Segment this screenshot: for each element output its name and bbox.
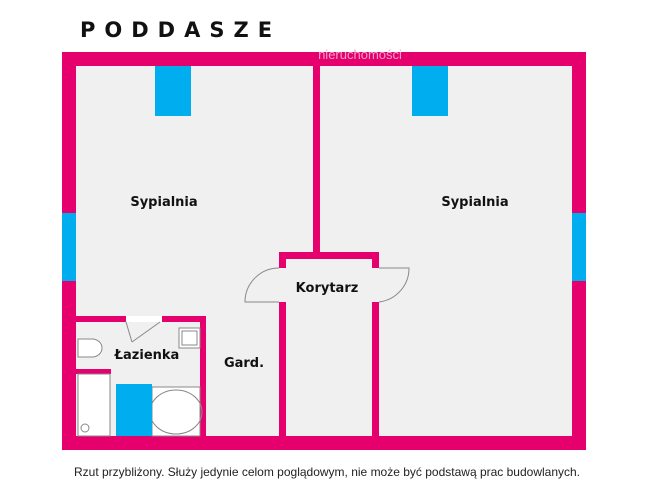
room-label-bathroom: Łazienka	[114, 348, 180, 363]
watermark: nieruchomości	[318, 47, 402, 62]
sink-basin	[181, 330, 198, 346]
sink	[178, 327, 201, 349]
bathroom-door	[126, 316, 162, 322]
room-label-bedroom-left: Sypialnia	[130, 195, 197, 210]
shower-drain	[80, 423, 90, 433]
window	[116, 384, 152, 436]
corridor-floor	[286, 259, 372, 436]
room-label-wardrobe: Gard.	[224, 356, 264, 371]
corridor-door-right	[372, 268, 379, 302]
window	[412, 66, 448, 116]
door-swing-right	[378, 267, 410, 303]
disclaimer: Rzut przybliżony. Służy jedynie celom po…	[73, 465, 581, 479]
divider-wall	[313, 66, 320, 256]
room-label-corridor: Korytarz	[296, 281, 359, 296]
floor-title: PODDASZE	[80, 18, 282, 42]
shower-wall	[76, 369, 111, 374]
room-label-bedroom-right: Sypialnia	[441, 195, 508, 210]
bathroom-door-swing	[125, 321, 133, 343]
window	[155, 66, 191, 116]
corridor-door-left	[279, 268, 286, 302]
window	[572, 213, 586, 281]
shower	[77, 373, 111, 437]
toilet	[77, 338, 103, 358]
window	[62, 213, 76, 281]
bathroom-door-swing	[131, 321, 161, 343]
door-swing-left	[244, 267, 280, 303]
